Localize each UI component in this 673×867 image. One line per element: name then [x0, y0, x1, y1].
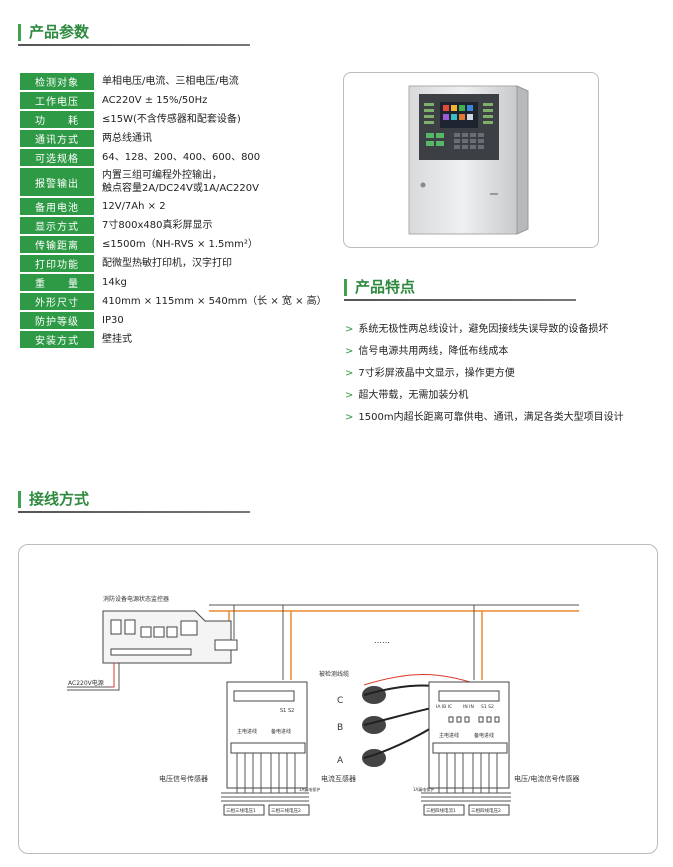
- monitor-label: 消防设备电源状态监控器: [103, 595, 169, 603]
- product-photo: [408, 85, 529, 235]
- spec-label: 打印功能: [20, 255, 94, 272]
- params-title-rule: [18, 44, 250, 46]
- spec-row: 备用电池 12V/7Ah × 2: [20, 198, 335, 215]
- feature-text: 超大带载，无需加装分机: [358, 390, 469, 401]
- spec-value-line1: 内置三组可编程外控输出，: [102, 170, 222, 181]
- spec-value: 410mm × 115mm × 540mm（长 × 宽 × 高）: [102, 296, 327, 307]
- measured-line-label: 被检测线缆: [319, 670, 349, 678]
- right-note: 1A漏电保护: [413, 786, 434, 792]
- ac-power-label: AC220V电源: [68, 679, 104, 687]
- spec-label: 备用电池: [20, 198, 94, 215]
- spec-row: 检测对象单相电压/电流、三相电压/电流: [20, 73, 335, 90]
- feature-text: 信号电源共用两线，降低布线成本: [358, 346, 509, 357]
- spec-row: 安装方式壁挂式: [20, 331, 335, 348]
- spec-row: 可选规格 64、128、200、400、600、800: [20, 149, 335, 166]
- left-note: 1A漏电保护: [299, 786, 320, 792]
- spec-value: 配微型热敏打印机，汉字打印: [102, 258, 232, 269]
- spec-label: 检测对象: [20, 73, 94, 90]
- spec-value: 壁挂式: [102, 334, 132, 345]
- params-section-title: 产品参数: [18, 24, 89, 41]
- right-terminal-2: 三相四线电压2: [471, 807, 501, 814]
- phase-c: C: [337, 696, 343, 706]
- vc-sensor-label: 电压/电流信号传感器: [514, 774, 579, 783]
- spec-value: AC220V ± 15%/50Hz: [102, 95, 208, 106]
- spec-value: 两总线通讯: [102, 133, 152, 144]
- feature-text: 7寸彩屏液晶中文显示，操作更方便: [358, 368, 515, 379]
- spec-value: IP30: [102, 315, 124, 326]
- right-s1s2: S1 S2: [481, 704, 494, 710]
- feature-item: > 系统无极性两总线设计，避免因接线失误导致的设备损坏: [345, 320, 608, 335]
- spec-row: 外形尺寸 410mm × 115mm × 540mm（长 × 宽 × 高）: [20, 293, 335, 310]
- spec-row: 传输距离 ≤1500m（NH-RVS × 1.5mm²）: [20, 236, 335, 253]
- feature-item: > 超大带载，无需加装分机: [345, 386, 468, 401]
- spec-value: 单相电压/电流、三相电压/电流: [102, 76, 239, 87]
- spec-label: 显示方式: [20, 217, 94, 234]
- left-backup-power: 备电进线: [271, 728, 291, 735]
- spec-value: 内置三组可编程外控输出， 触点容量2A/DC24V或1A/AC220V: [94, 168, 335, 196]
- spec-row: 打印功能配微型热敏打印机，汉字打印: [20, 255, 335, 272]
- right-backup-power: 备电进线: [474, 732, 494, 739]
- left-s1s2: S1 S2: [280, 708, 294, 714]
- spec-value-line2: 触点容量2A/DC24V或1A/AC220V: [102, 183, 259, 194]
- spec-row: 防护等级 IP30: [20, 312, 335, 329]
- voltage-sensor-label: 电压信号传感器: [159, 774, 208, 783]
- spec-label: 外形尺寸: [20, 293, 94, 310]
- spec-value: 12V/7Ah × 2: [102, 201, 166, 212]
- left-terminal-1: 三相三线电压1: [226, 807, 256, 814]
- spec-value: ≤15W(不含传感器和配套设备): [102, 114, 241, 125]
- spec-row: 显示方式 7寸800x480真彩屏显示: [20, 217, 335, 234]
- right-main-power: 主电进线: [439, 732, 459, 739]
- spec-row: 功 耗 ≤15W(不含传感器和配套设备): [20, 111, 335, 128]
- left-main-power: 主电进线: [237, 728, 257, 735]
- features-title-rule: [344, 299, 576, 301]
- wiring-diagram-frame: 消防设备电源状态监控器 AC220V电源 主电进线 备电进线 S1 S2 三相三…: [18, 544, 658, 854]
- feature-arrow-icon: >: [345, 324, 354, 335]
- phase-b: B: [337, 723, 343, 733]
- spec-label: 传输距离: [20, 236, 94, 253]
- wiring-title-rule: [18, 511, 250, 513]
- features-section-title: 产品特点: [344, 279, 415, 296]
- spec-label: 功 耗: [20, 111, 94, 128]
- feature-arrow-icon: >: [345, 412, 354, 423]
- spec-label: 工作电压: [20, 92, 94, 109]
- feature-text: 1500m内超长距离可靠供电、通讯，满足各类大型项目设计: [358, 412, 624, 423]
- spec-table: 检测对象单相电压/电流、三相电压/电流工作电压 AC220V ± 15%/50Hz…: [20, 73, 335, 350]
- current-transformer-label: 电流互感器: [321, 774, 356, 783]
- feature-item: >7寸彩屏液晶中文显示，操作更方便: [345, 364, 515, 379]
- feature-arrow-icon: >: [345, 390, 354, 401]
- right-in: IN IN: [463, 704, 474, 710]
- feature-arrow-icon: >: [345, 368, 354, 379]
- right-terminal-1: 三相四线电流1: [426, 807, 456, 814]
- spec-row: 报警输出内置三组可编程外控输出， 触点容量2A/DC24V或1A/AC220V: [20, 168, 335, 196]
- spec-label: 安装方式: [20, 331, 94, 348]
- spec-row: 重 量 14kg: [20, 274, 335, 291]
- spec-value: 7寸800x480真彩屏显示: [102, 220, 213, 231]
- spec-row: 通讯方式两总线通讯: [20, 130, 335, 147]
- ellipsis-dots: ……: [374, 636, 390, 645]
- feature-item: > 信号电源共用两线，降低布线成本: [345, 342, 508, 357]
- wiring-diagram: 消防设备电源状态监控器 AC220V电源 主电进线 备电进线 S1 S2 三相三…: [67, 595, 579, 816]
- wiring-section-title: 接线方式: [18, 491, 89, 508]
- product-photo-frame: [343, 72, 599, 248]
- feature-arrow-icon: >: [345, 346, 354, 357]
- spec-row: 工作电压 AC220V ± 15%/50Hz: [20, 92, 335, 109]
- spec-value: 64、128、200、400、600、800: [102, 152, 261, 163]
- spec-value: 14kg: [102, 277, 127, 288]
- phase-a: A: [337, 756, 344, 766]
- feature-item: >1500m内超长距离可靠供电、通讯，满足各类大型项目设计: [345, 408, 624, 423]
- spec-label: 通讯方式: [20, 130, 94, 147]
- spec-label: 报警输出: [20, 168, 94, 196]
- spec-label: 防护等级: [20, 312, 94, 329]
- spec-label: 可选规格: [20, 149, 94, 166]
- feature-text: 系统无极性两总线设计，避免因接线失误导致的设备损坏: [358, 324, 609, 335]
- spec-value: ≤1500m（NH-RVS × 1.5mm²）: [102, 239, 258, 250]
- left-terminal-2: 三相三线电压2: [271, 807, 301, 814]
- spec-label: 重 量: [20, 274, 94, 291]
- right-ia-ib-ic: IA IB IC: [436, 704, 452, 710]
